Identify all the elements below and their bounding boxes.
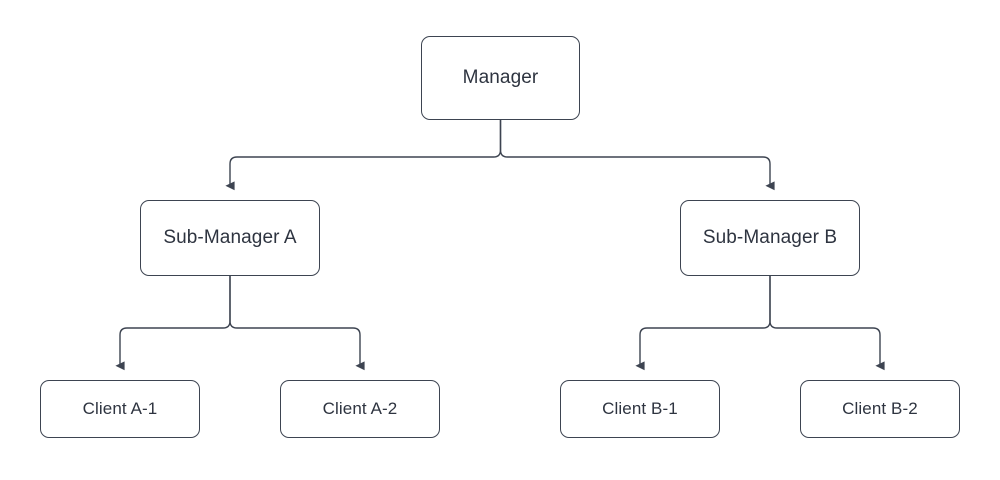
node-client-a-2-label: Client A-2 [322,398,398,418]
edge-manager-sub-b [499,120,775,191]
edge-sub-a-client-a-1 [115,276,231,371]
node-client-b-2[interactable]: Client B-2 [800,380,960,438]
edge-sub-b-client-b-1 [635,276,771,371]
node-client-b-1[interactable]: Client B-1 [560,380,720,438]
node-client-b-1-label: Client B-1 [602,398,678,418]
node-manager[interactable]: Manager [421,36,580,120]
node-sub-manager-a-label: Sub-Manager A [163,226,297,248]
node-client-a-2[interactable]: Client A-2 [280,380,440,438]
edge-manager-sub-a [225,120,502,191]
edge-sub-b-client-b-2 [769,276,885,371]
node-sub-manager-a[interactable]: Sub-Manager A [140,200,320,276]
node-sub-manager-b[interactable]: Sub-Manager B [680,200,860,276]
edge-sub-a-client-a-2 [229,276,365,371]
node-client-a-1-label: Client A-1 [82,398,158,418]
node-client-a-1[interactable]: Client A-1 [40,380,200,438]
node-client-b-2-label: Client B-2 [842,398,918,418]
node-manager-label: Manager [462,66,539,88]
node-sub-manager-b-label: Sub-Manager B [702,226,838,248]
